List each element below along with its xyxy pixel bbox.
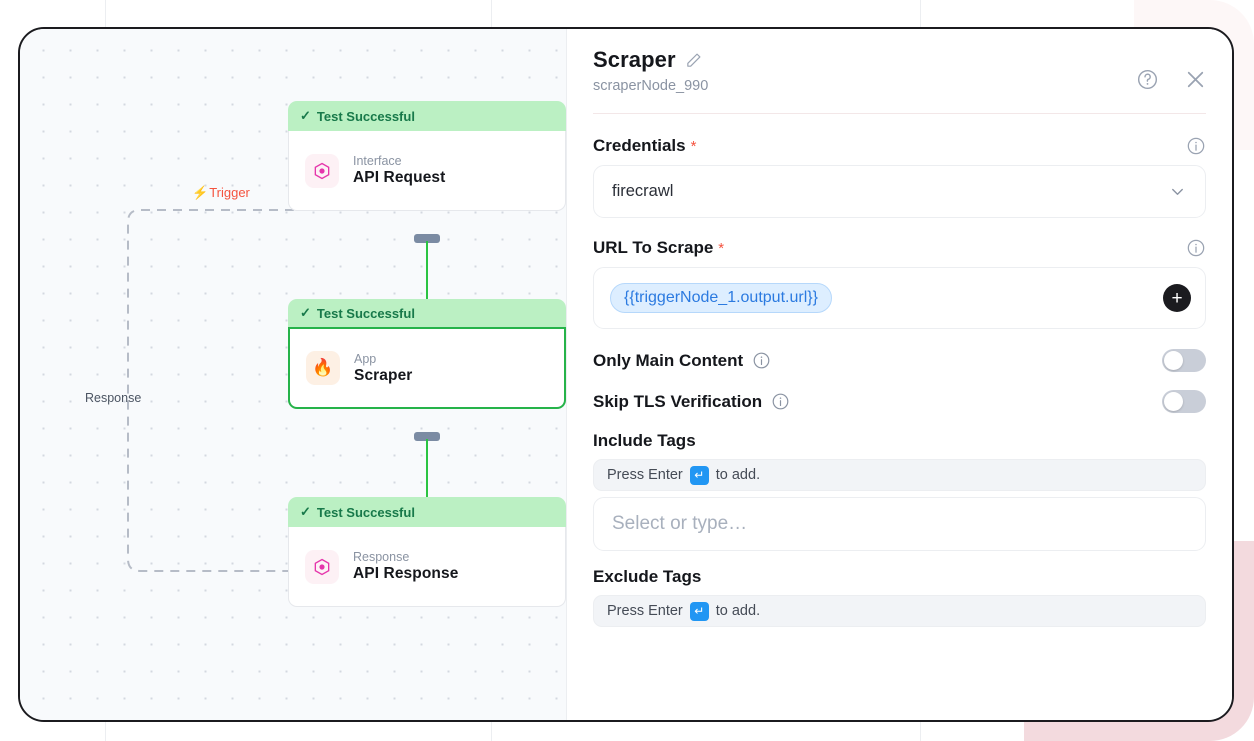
enter-key-icon: ↵ — [689, 465, 709, 485]
connector-edge — [426, 439, 429, 517]
enter-key-icon: ↵ — [689, 601, 709, 621]
check-icon: ✓ — [300, 504, 311, 519]
exclude-tags-label: Exclude Tags — [593, 567, 702, 586]
trigger-label: ⚡ Trigger — [192, 185, 250, 200]
toggle-knob — [1164, 392, 1183, 411]
node-kind-label: App — [354, 351, 377, 366]
field-credentials: Credentials * firecrawl — [593, 136, 1206, 218]
info-icon[interactable] — [1186, 136, 1206, 156]
credentials-select[interactable]: firecrawl — [593, 165, 1206, 218]
node-body[interactable]: Interface API Request — [288, 131, 566, 211]
url-to-scrape-label: URL To Scrape — [593, 238, 714, 257]
node-body[interactable]: 🔥 App Scraper — [288, 329, 566, 409]
pencil-icon[interactable] — [685, 52, 702, 69]
credentials-value: firecrawl — [612, 182, 674, 200]
connector-edge — [426, 241, 429, 321]
trigger-label-text: Trigger — [209, 185, 250, 200]
close-icon[interactable] — [1183, 67, 1208, 92]
field-include-tags: Include Tags Press Enter ↵ to add. Selec… — [593, 431, 1206, 551]
pane-header: Scraper scraperNode_990 — [567, 29, 1232, 94]
add-variable-button[interactable]: + — [1163, 284, 1191, 312]
check-icon: ✓ — [300, 305, 311, 320]
required-marker: * — [690, 137, 697, 155]
flow-node-api-request[interactable]: ✓ Test Successful Interface API Request — [288, 101, 566, 211]
node-title-label: Scraper — [354, 366, 413, 384]
workflow-canvas[interactable]: ⚡ Trigger Response ✓ Test Successful — [20, 29, 566, 720]
flow-node-scraper[interactable]: ✓ Test Successful 🔥 App Scraper — [288, 299, 566, 409]
field-only-main-content: Only Main Content — [593, 349, 1206, 372]
info-icon[interactable] — [771, 392, 790, 411]
url-to-scrape-input[interactable]: {{triggerNode_1.output.url}} + — [593, 267, 1206, 329]
pane-title: Scraper — [593, 47, 676, 72]
node-handle[interactable] — [414, 234, 440, 243]
graphql-icon — [305, 549, 339, 584]
skip-tls-verification-label: Skip TLS Verification — [593, 391, 763, 411]
info-icon[interactable] — [1186, 238, 1206, 258]
lightning-bolt-icon: ⚡ — [192, 185, 209, 200]
only-main-content-label: Only Main Content — [593, 350, 744, 370]
node-status-text: Test Successful — [316, 305, 415, 321]
app-window: ⚡ Trigger Response ✓ Test Successful — [18, 27, 1234, 722]
header-divider — [593, 113, 1206, 114]
flame-icon: 🔥 — [306, 351, 340, 385]
only-main-content-toggle[interactable] — [1162, 349, 1206, 372]
check-icon: ✓ — [300, 108, 311, 123]
variable-token-chip[interactable]: {{triggerNode_1.output.url}} — [610, 283, 832, 313]
include-tags-label: Include Tags — [593, 431, 696, 450]
node-status-text: Test Successful — [316, 108, 415, 124]
include-tags-placeholder: Select or type… — [612, 513, 748, 534]
hint-prefix: Press Enter — [607, 603, 683, 619]
pane-subtitle: scraperNode_990 — [593, 78, 709, 94]
chevron-down-icon — [1168, 182, 1187, 201]
graphql-icon — [305, 153, 339, 188]
exclude-tags-hint: Press Enter ↵ to add. — [593, 595, 1206, 627]
toggle-knob — [1164, 351, 1183, 370]
hint-prefix: Press Enter — [607, 467, 683, 483]
field-url-to-scrape: URL To Scrape * {{triggerNode_1.output.u… — [593, 238, 1206, 329]
credentials-label: Credentials — [593, 136, 686, 155]
node-status-badge: ✓ Test Successful — [288, 497, 566, 527]
node-status-text: Test Successful — [316, 504, 415, 520]
hint-suffix: to add. — [715, 603, 761, 619]
hint-suffix: to add. — [715, 467, 761, 483]
field-exclude-tags: Exclude Tags Press Enter ↵ to add. — [593, 567, 1206, 627]
question-circle-icon[interactable] — [1136, 68, 1159, 91]
info-icon[interactable] — [752, 351, 771, 370]
pane-body: Credentials * firecrawl — [567, 114, 1232, 720]
node-status-badge: ✓ Test Successful — [288, 299, 566, 329]
response-label: Response — [85, 391, 142, 405]
node-handle[interactable] — [414, 432, 440, 441]
required-marker: * — [718, 239, 725, 257]
node-status-badge: ✓ Test Successful — [288, 101, 566, 131]
node-kind-label: Response — [353, 550, 410, 564]
node-properties-pane: Scraper scraperNode_990 — [566, 29, 1232, 720]
field-skip-tls-verification: Skip TLS Verification — [593, 390, 1206, 413]
skip-tls-verification-toggle[interactable] — [1162, 390, 1206, 413]
flow-node-api-response[interactable]: ✓ Test Successful Response API Response — [288, 497, 566, 607]
include-tags-input[interactable]: Select or type… — [593, 497, 1206, 551]
node-kind-label: Interface — [353, 154, 402, 168]
node-title-label: API Request — [353, 169, 446, 186]
node-title-label: API Response — [353, 565, 459, 582]
include-tags-hint: Press Enter ↵ to add. — [593, 459, 1206, 491]
node-body[interactable]: Response API Response — [288, 527, 566, 607]
